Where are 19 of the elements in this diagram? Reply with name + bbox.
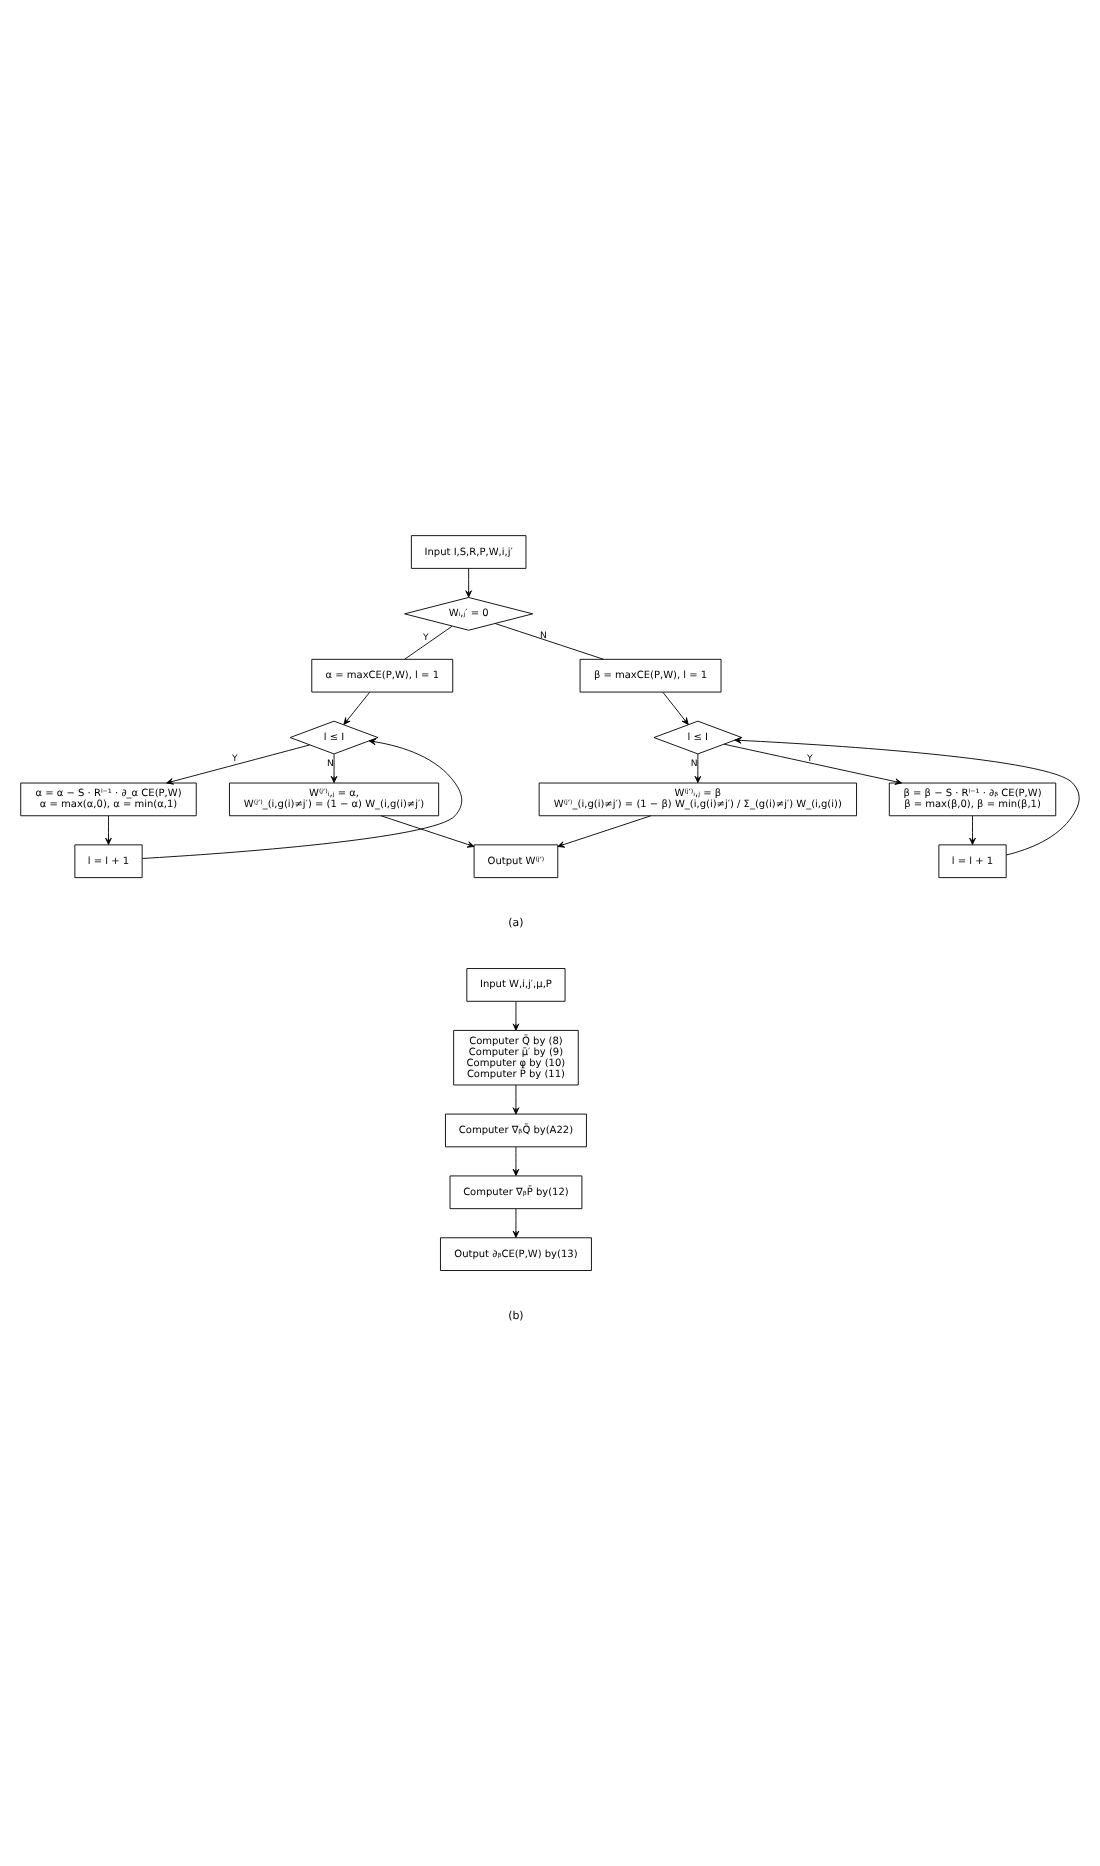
arrow bbox=[512, 1000, 520, 1030]
arrow bbox=[512, 1083, 520, 1114]
arrow bbox=[512, 1207, 520, 1237]
arrow bbox=[734, 736, 1080, 855]
arrow bbox=[142, 737, 463, 858]
arrow bbox=[694, 752, 702, 783]
arrow bbox=[465, 567, 472, 597]
arrow bbox=[105, 814, 112, 844]
arrow bbox=[662, 690, 689, 724]
arrow bbox=[380, 814, 475, 847]
arrow bbox=[969, 814, 976, 844]
arrow bbox=[343, 690, 371, 724]
connector bbox=[404, 624, 453, 659]
arrow bbox=[512, 1145, 520, 1175]
arrow bbox=[557, 814, 652, 847]
arrow bbox=[723, 742, 903, 784]
arrow bbox=[166, 743, 310, 784]
arrow bbox=[330, 752, 338, 783]
connector bbox=[494, 622, 605, 659]
